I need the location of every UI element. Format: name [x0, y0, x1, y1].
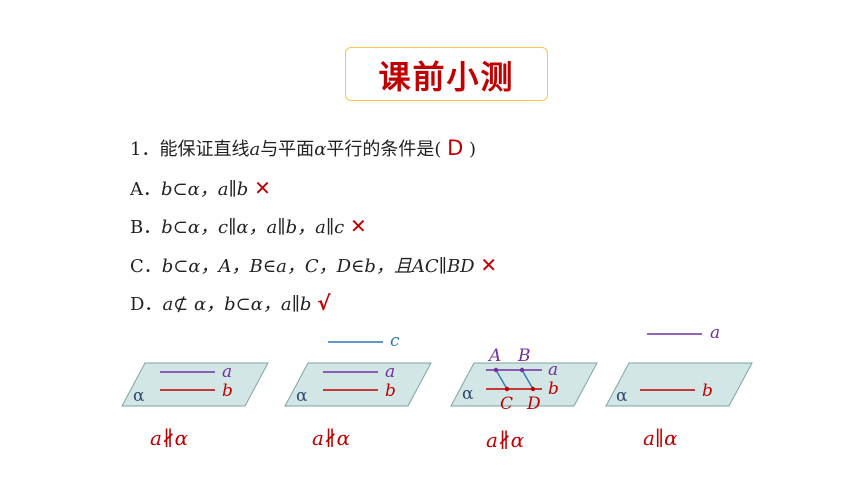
label-c-2: c [390, 331, 400, 351]
option-c-text: b⊂α，A，B∈a，C，D∈b，且AC∥BD [161, 256, 475, 277]
check-mark-icon: √ [317, 291, 331, 315]
cross-mark-icon: ✕ [254, 176, 271, 200]
stem-var-a: a [249, 139, 261, 160]
segment-bd [521, 369, 534, 390]
option-a: A．b⊂α，a∥b ✕ [130, 175, 271, 201]
option-d: D．a⊄ α，b⊂α，a∥b √ [130, 290, 331, 316]
label-D: D [526, 394, 541, 414]
label-b-2: b [385, 381, 396, 401]
option-d-text: a⊄ α，b⊂α，a∥b [162, 294, 312, 315]
label-A: A [487, 346, 501, 366]
point-d [530, 386, 536, 392]
option-a-label: A． [130, 179, 161, 200]
cross-mark-icon: ✕ [480, 253, 498, 277]
option-d-label: D． [130, 294, 163, 315]
option-c: C．b⊂α，A，B∈a，C，D∈b，且AC∥BD ✕ [130, 252, 497, 278]
label-a-4: a [710, 323, 720, 343]
stem-close: ) [469, 139, 477, 160]
label-C: C [500, 394, 513, 414]
answer-letter: D [447, 136, 464, 160]
label-B: B [517, 346, 531, 366]
caption-1: a∦α [150, 426, 189, 450]
option-a-text: b⊂α，a∥b [161, 179, 249, 200]
stem-mid: 与平面 [260, 139, 315, 160]
stem-var-alpha: α [314, 139, 327, 160]
label-alpha-1: α [133, 386, 145, 406]
point-c [504, 386, 510, 392]
caption-2: a∦α [312, 426, 351, 450]
point-a [493, 367, 499, 373]
label-alpha-2: α [296, 386, 308, 406]
option-b-text: b⊂α，c∥α，a∥b，a∥c [161, 217, 345, 238]
point-b [519, 367, 525, 373]
question-stem: 1．能保证直线a与平面α平行的条件是( D ) [130, 135, 476, 161]
label-a-2: a [385, 362, 395, 382]
plane-1 [121, 362, 269, 407]
plane-3 [450, 362, 598, 407]
caption-4: a∥α [643, 426, 678, 450]
stem-after: 平行的条件是( [326, 139, 442, 160]
label-alpha-4: α [616, 386, 628, 406]
label-b-3: b [548, 379, 559, 399]
question-number: 1． [130, 139, 160, 160]
label-b-1: b [222, 381, 233, 401]
caption-3: a∦α [486, 428, 525, 452]
title-box: 课前小测 [345, 47, 548, 101]
segment-ac [495, 369, 508, 390]
label-a-3: a [548, 360, 558, 380]
stem-before: 能保证直线 [159, 139, 250, 160]
option-c-label: C． [130, 256, 162, 277]
label-b-4: b [702, 381, 713, 401]
cross-mark-icon: ✕ [349, 214, 367, 238]
label-a-1: a [222, 362, 232, 382]
plane-2 [284, 362, 432, 407]
label-alpha-3: α [462, 384, 474, 404]
plane-4 [605, 362, 753, 407]
option-b-label: B． [130, 217, 162, 238]
option-b: B．b⊂α，c∥α，a∥b，a∥c ✕ [130, 213, 367, 239]
page-title: 课前小测 [378, 58, 515, 96]
